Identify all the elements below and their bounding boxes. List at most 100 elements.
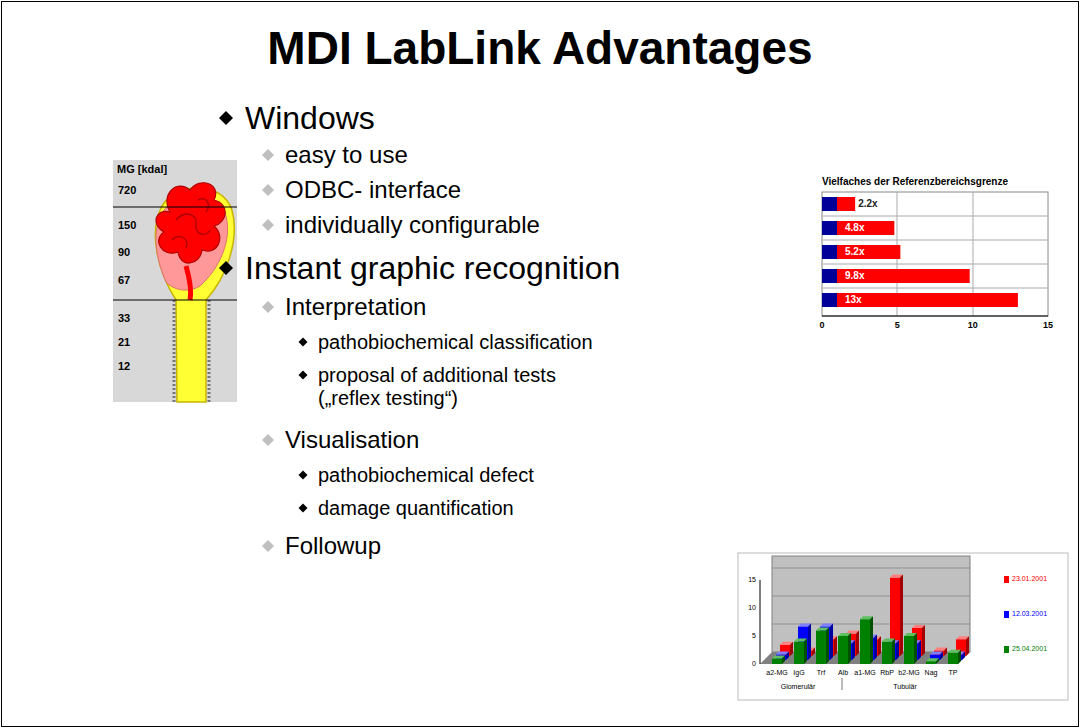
- bar-value: 4.8x: [845, 222, 864, 234]
- bar-base: [822, 269, 837, 283]
- capillary-loops: [156, 183, 225, 263]
- plot-frame: [822, 192, 1048, 316]
- grid-line: [822, 288, 1048, 289]
- bar3d-side: [944, 647, 947, 656]
- legend-text: 23.01.2001: [1012, 575, 1047, 582]
- bar3d-front: [948, 653, 958, 664]
- bar3d-front: [794, 642, 804, 664]
- category-label: b2-MG: [898, 669, 919, 677]
- axis-tick: 10: [748, 604, 756, 612]
- tubule-wall: [208, 300, 211, 402]
- bullet-item: individually configurable: [285, 211, 540, 239]
- molecular-weight-tick: 12: [118, 360, 130, 373]
- bullet-subitem: pathobiochemical defect: [318, 464, 534, 487]
- bullet-marker: [262, 434, 274, 446]
- afferent-vessel: [186, 266, 191, 300]
- category-label: RbP: [880, 669, 894, 677]
- axis-tick: 15: [1043, 320, 1053, 330]
- bar3d-side: [804, 639, 807, 664]
- bar3d-side: [914, 633, 917, 664]
- bar3d-front: [904, 636, 914, 664]
- category-label: Nag: [925, 669, 938, 677]
- bar-group: [822, 197, 1018, 307]
- bullet-subitem: damage quantification: [318, 497, 514, 520]
- molecular-weight-tick: 67: [118, 274, 130, 287]
- bar3d-group: [772, 575, 969, 664]
- chart-title: Vielfaches der Referenzbereichsgrenze: [822, 176, 1008, 188]
- illustration-ground: [113, 160, 237, 402]
- group-divider: [842, 678, 843, 690]
- grid-line: [772, 568, 970, 569]
- bullet-marker: [299, 471, 308, 480]
- bullet-heading: Windows: [245, 100, 375, 137]
- legend-text: 12.03.2001: [1012, 610, 1047, 617]
- molecular-weight-tick: 33: [118, 312, 130, 325]
- bullet-marker: [262, 149, 274, 161]
- bar3d-side: [936, 658, 939, 664]
- bar3d-side: [856, 631, 859, 656]
- axis-tick: 10: [968, 320, 978, 330]
- category-label: Alb: [838, 669, 848, 677]
- y-axis: [760, 580, 761, 664]
- bar: [837, 245, 900, 259]
- bullet-heading: Instant graphic recognition: [245, 250, 620, 287]
- filter-limit-line: [113, 207, 237, 208]
- bar3d-side: [790, 642, 793, 656]
- bar3d-side: [834, 636, 837, 656]
- molecular-weight-tick: 21: [118, 336, 130, 349]
- bar: [837, 221, 894, 235]
- axis-tick: 0: [819, 320, 824, 330]
- bar3d-side: [922, 625, 925, 656]
- bar3d-side: [808, 623, 811, 660]
- axis-tick: 0: [752, 660, 756, 668]
- axis-tick: 15: [748, 576, 756, 584]
- bar3d-side: [896, 640, 899, 660]
- molecular-weight-tick: 720: [118, 184, 136, 197]
- bar3d-side: [874, 635, 877, 660]
- capillary-loop-lines: [172, 199, 210, 248]
- molecular-weight-tick: 150: [118, 219, 136, 232]
- nephron-illustration: [113, 160, 237, 402]
- bullet-marker: [219, 261, 233, 275]
- bar3d-front: [772, 658, 782, 664]
- bar-base: [822, 293, 837, 307]
- axis-title: MG [kdal]: [117, 163, 167, 176]
- molecular-weight-tick: 90: [118, 246, 130, 259]
- bar3d-side: [782, 655, 785, 664]
- bar3d-side: [848, 633, 851, 664]
- category-label: Trf: [817, 669, 825, 677]
- followup-3d-chart: [738, 553, 1068, 700]
- group-label: Tubulär: [893, 683, 916, 691]
- bar3d-side: [962, 651, 965, 660]
- filter-limit-line: [113, 300, 237, 301]
- bullet-marker: [262, 301, 274, 313]
- bullet-subitem: pathobiochemical classification: [318, 331, 593, 354]
- bar-value: 5.2x: [845, 246, 864, 258]
- bar3d-side: [826, 627, 829, 664]
- axis-tick: 5: [895, 320, 900, 330]
- bar-base: [822, 245, 837, 259]
- bullet-marker: [299, 338, 308, 347]
- bar3d-side: [852, 640, 855, 660]
- bullet-marker: [299, 371, 308, 380]
- bar3d-side: [892, 639, 895, 664]
- bar-value: 9.8x: [845, 270, 864, 282]
- bar3d-front: [816, 630, 826, 664]
- bullet-marker: [262, 219, 274, 231]
- bar3d-side: [870, 616, 873, 664]
- legend-text: 25.04.2001: [1012, 645, 1047, 652]
- bullet-item: ODBC- interface: [285, 176, 461, 204]
- x-axis: [822, 316, 1048, 317]
- bar: [837, 293, 1018, 307]
- bullet-marker: [262, 184, 274, 196]
- bullet-subitem: proposal of additional tests („reflex te…: [318, 364, 608, 410]
- grid-line: [822, 264, 1048, 265]
- bullet-item: Followup: [285, 532, 381, 560]
- legend-swatch: [1004, 646, 1009, 653]
- bullet-marker: [219, 111, 233, 125]
- legend-item: 23.01.2001: [1004, 575, 1047, 583]
- reference-bar-chart: [818, 172, 1058, 336]
- category-label: a1-MG: [854, 669, 875, 677]
- bar3d-side: [900, 575, 903, 656]
- bullet-item: easy to use: [285, 141, 408, 169]
